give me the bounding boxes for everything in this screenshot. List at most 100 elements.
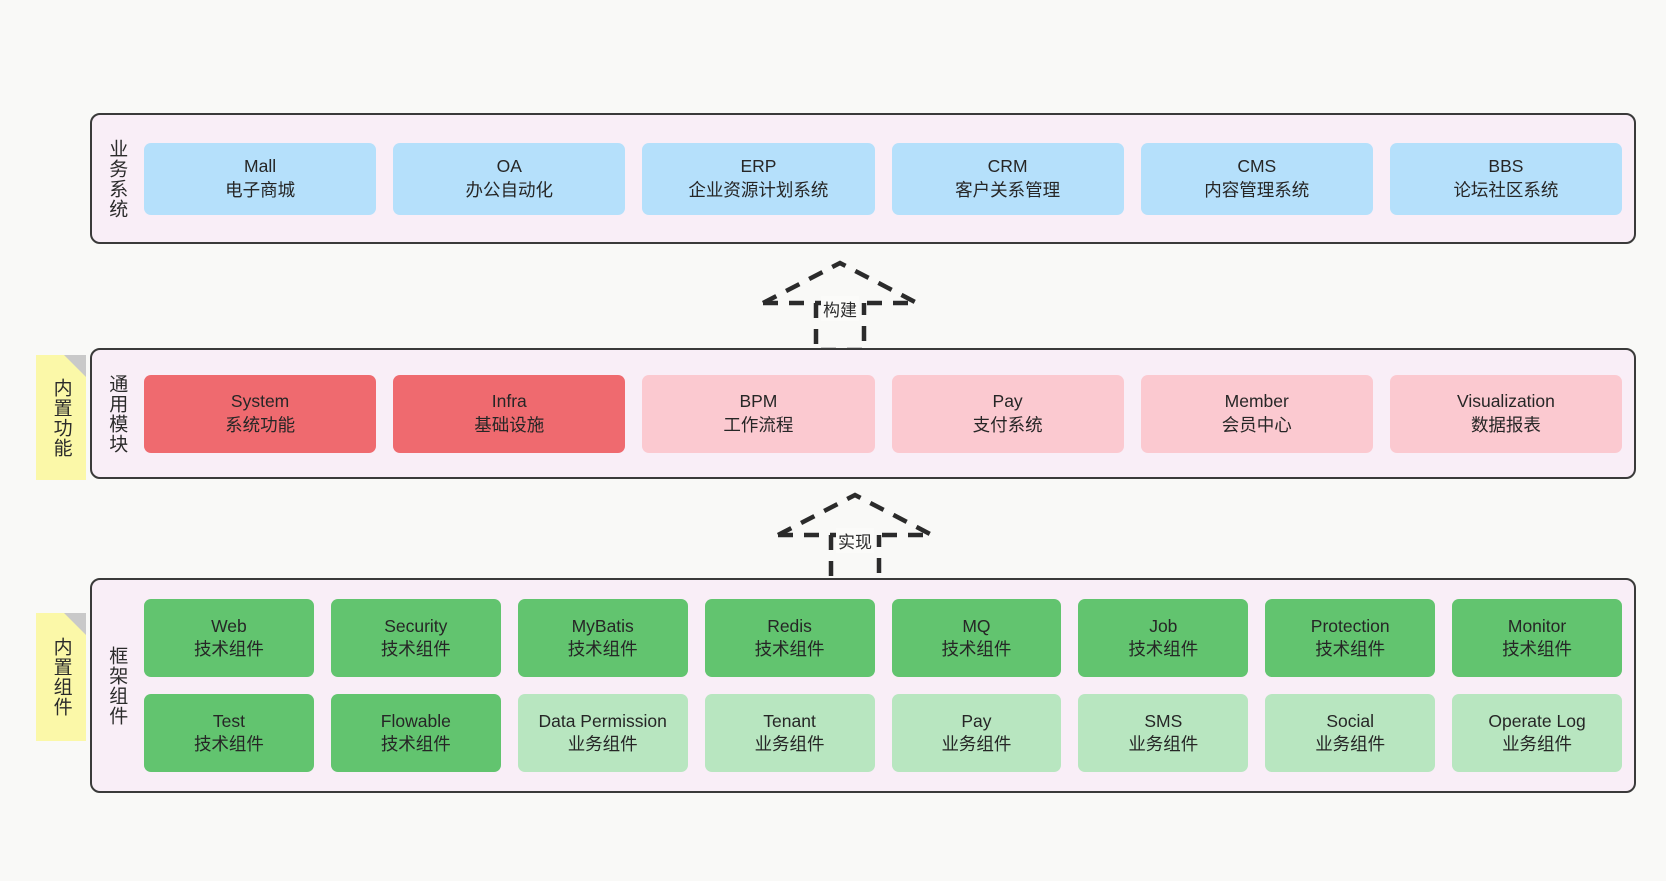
node-subtitle: 论坛社区系统 xyxy=(1453,179,1559,200)
node-erp[interactable]: ERP 企业资源计划系统 xyxy=(642,142,875,215)
node-title: BPM xyxy=(739,391,778,412)
node-subtitle: 工作流程 xyxy=(723,414,794,435)
node-title: BBS xyxy=(1488,156,1524,177)
node-title: Pay xyxy=(961,710,992,731)
node-title: Social xyxy=(1326,710,1375,731)
node-redis[interactable]: Redis 技术组件 xyxy=(704,599,875,677)
node-title: Visualization xyxy=(1456,391,1555,412)
node-title: Job xyxy=(1149,615,1178,636)
layer-body-common: System 系统功能 Infra 基础设施 BPM 工作流程 Pay 支付系统… xyxy=(140,350,1634,477)
node-title: Protection xyxy=(1310,615,1390,636)
sticky-note-builtin-features: 内置功能 xyxy=(36,355,86,480)
dashed-generalization-arrow-icon xyxy=(776,492,934,585)
connector-label-build: 构建 xyxy=(821,296,859,321)
node-mall[interactable]: Mall 电子商城 xyxy=(144,142,377,215)
node-subtitle: 业务组件 xyxy=(1128,734,1199,754)
node-pay-module[interactable]: Pay 支付系统 xyxy=(891,374,1124,453)
node-subtitle: 企业资源计划系统 xyxy=(688,179,829,200)
node-title: Tenant xyxy=(763,710,816,731)
node-title: Infra xyxy=(491,391,527,412)
node-subtitle: 技术组件 xyxy=(941,639,1012,659)
node-title: Member xyxy=(1224,391,1289,412)
node-title: CRM xyxy=(987,156,1028,177)
node-subtitle: 基础设施 xyxy=(474,414,545,435)
node-subtitle: 办公自动化 xyxy=(465,179,554,200)
node-sms[interactable]: SMS 业务组件 xyxy=(1078,694,1249,772)
node-title: Redis xyxy=(767,615,812,636)
sticky-fold-corner-icon xyxy=(64,355,86,377)
connector-implement: 实现 xyxy=(770,490,940,590)
node-job[interactable]: Job 技术组件 xyxy=(1078,599,1249,677)
node-crm[interactable]: CRM 客户关系管理 xyxy=(891,142,1124,215)
node-subtitle: 技术组件 xyxy=(754,639,825,659)
node-title: System xyxy=(230,391,290,412)
node-member[interactable]: Member 会员中心 xyxy=(1140,374,1373,453)
node-subtitle: 技术组件 xyxy=(567,639,638,659)
node-system[interactable]: System 系统功能 xyxy=(144,374,377,453)
node-subtitle: 业务组件 xyxy=(567,734,638,754)
framework-row-business: Test 技术组件 Flowable 技术组件 Data Permission … xyxy=(144,694,1622,772)
layer-body-business: Mall 电子商城 OA 办公自动化 ERP 企业资源计划系统 CRM 客户关系… xyxy=(140,115,1634,242)
node-subtitle: 技术组件 xyxy=(193,734,264,754)
node-bbs[interactable]: BBS 论坛社区系统 xyxy=(1389,142,1623,215)
layer-common-modules: 通用模块 System 系统功能 Infra 基础设施 BPM 工作流程 Pay… xyxy=(90,348,1636,479)
node-subtitle: 业务组件 xyxy=(754,734,825,754)
node-subtitle: 数据报表 xyxy=(1470,414,1541,435)
node-security[interactable]: Security 技术组件 xyxy=(330,599,501,677)
node-subtitle: 会员中心 xyxy=(1221,414,1292,435)
sticky-fold-corner-icon xyxy=(64,613,86,635)
node-tenant[interactable]: Tenant 业务组件 xyxy=(704,694,875,772)
sticky-label: 内置功能 xyxy=(50,377,72,458)
framework-row-technical: Web 技术组件 Security 技术组件 MyBatis 技术组件 Redi… xyxy=(144,599,1622,677)
node-title: ERP xyxy=(740,156,777,177)
node-title: MyBatis xyxy=(571,615,634,636)
node-title: CMS xyxy=(1237,156,1277,177)
node-title: Pay xyxy=(992,391,1023,412)
node-cms[interactable]: CMS 内容管理系统 xyxy=(1140,142,1373,215)
node-subtitle: 业务组件 xyxy=(941,734,1012,754)
node-social[interactable]: Social 业务组件 xyxy=(1265,694,1436,772)
layer-framework-components: 框架组件 Web 技术组件 Security 技术组件 MyBatis 技术组件… xyxy=(90,578,1636,793)
node-data-permission[interactable]: Data Permission 业务组件 xyxy=(517,694,688,772)
node-subtitle: 业务组件 xyxy=(1315,734,1386,754)
node-subtitle: 技术组件 xyxy=(193,639,264,659)
node-web[interactable]: Web 技术组件 xyxy=(144,599,314,677)
node-subtitle: 客户关系管理 xyxy=(955,179,1061,200)
node-mq[interactable]: MQ 技术组件 xyxy=(891,599,1062,677)
node-monitor[interactable]: Monitor 技术组件 xyxy=(1452,599,1622,677)
connector-label-implement: 实现 xyxy=(836,528,874,553)
node-title: Mall xyxy=(244,156,277,177)
node-subtitle: 技术组件 xyxy=(380,734,451,754)
node-subtitle: 支付系统 xyxy=(972,414,1043,435)
node-subtitle: 技术组件 xyxy=(1315,639,1386,659)
node-oa[interactable]: OA 办公自动化 xyxy=(393,142,626,215)
connector-build: 构建 xyxy=(755,258,925,358)
sticky-note-builtin-components: 内置组件 xyxy=(36,613,86,741)
node-infra[interactable]: Infra 基础设施 xyxy=(393,374,626,453)
node-flowable[interactable]: Flowable 技术组件 xyxy=(330,694,501,772)
node-subtitle: 电子商城 xyxy=(225,179,296,200)
sticky-label: 内置组件 xyxy=(50,637,72,717)
node-subtitle: 技术组件 xyxy=(1128,639,1199,659)
node-bpm[interactable]: BPM 工作流程 xyxy=(642,374,875,453)
node-subtitle: 技术组件 xyxy=(1502,639,1573,659)
layer-title-framework: 框架组件 xyxy=(106,645,128,726)
node-mybatis[interactable]: MyBatis 技术组件 xyxy=(517,599,688,677)
node-title: Data Permission xyxy=(538,710,667,731)
node-operate-log[interactable]: Operate Log 业务组件 xyxy=(1452,694,1622,772)
node-visualization[interactable]: Visualization 数据报表 xyxy=(1389,374,1623,453)
dashed-generalization-arrow-icon xyxy=(761,260,919,353)
node-pay-component[interactable]: Pay 业务组件 xyxy=(891,694,1062,772)
layer-title-common: 通用模块 xyxy=(106,373,128,454)
node-test[interactable]: Test 技术组件 xyxy=(144,694,314,772)
layer-title-business: 业务系统 xyxy=(106,138,128,219)
node-subtitle: 技术组件 xyxy=(380,639,451,659)
layer-business-systems: 业务系统 Mall 电子商城 OA 办公自动化 ERP 企业资源计划系统 CRM… xyxy=(90,113,1636,244)
node-title: SMS xyxy=(1144,710,1183,731)
layer-body-framework: Web 技术组件 Security 技术组件 MyBatis 技术组件 Redi… xyxy=(140,580,1634,791)
node-title: OA xyxy=(496,156,522,177)
node-protection[interactable]: Protection 技术组件 xyxy=(1265,599,1436,677)
node-subtitle: 业务组件 xyxy=(1502,734,1573,754)
business-row: Mall 电子商城 OA 办公自动化 ERP 企业资源计划系统 CRM 客户关系… xyxy=(144,142,1623,215)
